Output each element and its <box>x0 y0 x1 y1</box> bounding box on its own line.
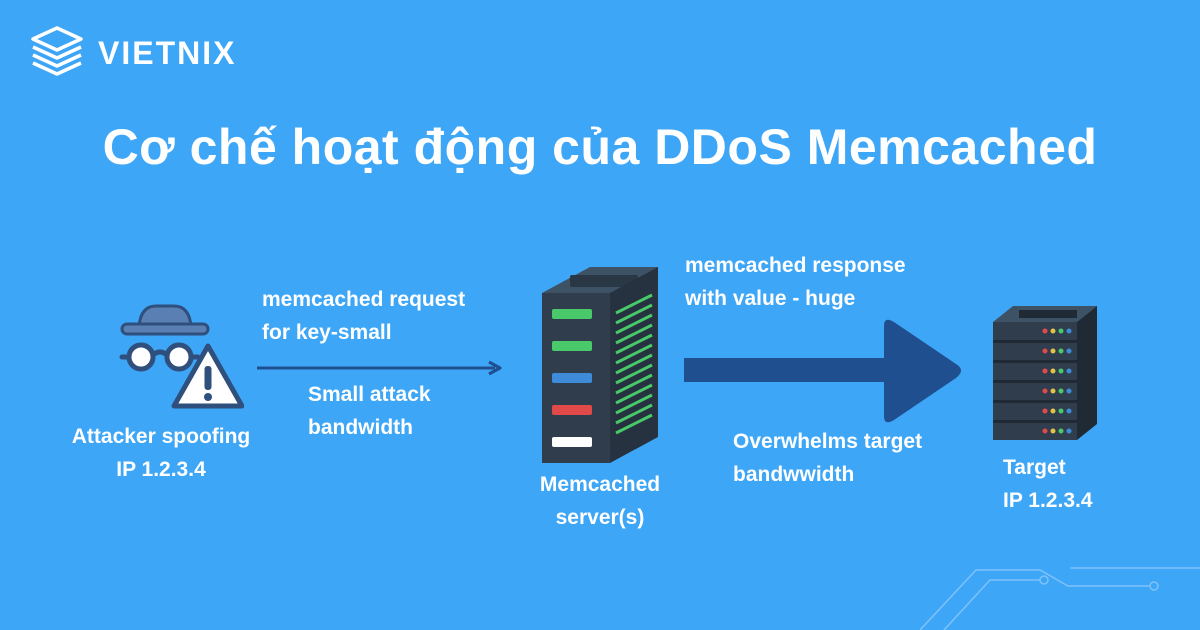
spy-warning-icon <box>119 304 244 409</box>
response-arrow <box>684 319 961 423</box>
circuit-decoration <box>920 567 1200 630</box>
request-label: memcached request for key-small <box>262 283 465 349</box>
response-label-line: memcached response <box>685 254 906 277</box>
attacker-label: Attacker spoofing IP 1.2.3.4 <box>56 420 266 486</box>
overwhelms-label-line: bandwwidth <box>733 463 855 486</box>
brand-name: VIETNIX <box>98 34 237 71</box>
stacked-layers-icon <box>31 26 83 76</box>
small-bandwidth-label: Small attack bandwidth <box>308 378 431 444</box>
overwhelms-label-line: Overwhelms target <box>733 430 923 453</box>
page-title: Cơ chế hoạt động của DDoS Memcached <box>102 119 1098 175</box>
request-arrow <box>257 360 502 376</box>
server-rack-icon <box>542 267 658 463</box>
server-stack-icon <box>993 306 1097 440</box>
server-label-line: Memcached <box>539 473 661 496</box>
response-label-line: with value - huge <box>685 287 856 310</box>
target-label-line: Target <box>1003 456 1066 479</box>
small-bandwidth-line: Small attack <box>308 383 431 406</box>
attacker-label-line: IP 1.2.3.4 <box>116 458 206 481</box>
attacker-label-line: Attacker spoofing <box>71 425 251 448</box>
request-label-line: memcached request <box>262 288 466 311</box>
server-label-line: server(s) <box>555 506 645 529</box>
brand-logo: VIETNIX <box>26 22 236 84</box>
target-label: Target IP 1.2.3.4 <box>1003 451 1093 517</box>
small-bandwidth-line: bandwidth <box>308 416 413 439</box>
target-label-line: IP 1.2.3.4 <box>1003 489 1093 512</box>
server-label: Memcached server(s) <box>500 468 700 534</box>
request-label-line: for key-small <box>262 321 392 344</box>
response-label: memcached response with value - huge <box>685 249 906 315</box>
overwhelms-label: Overwhelms target bandwwidth <box>733 425 922 491</box>
